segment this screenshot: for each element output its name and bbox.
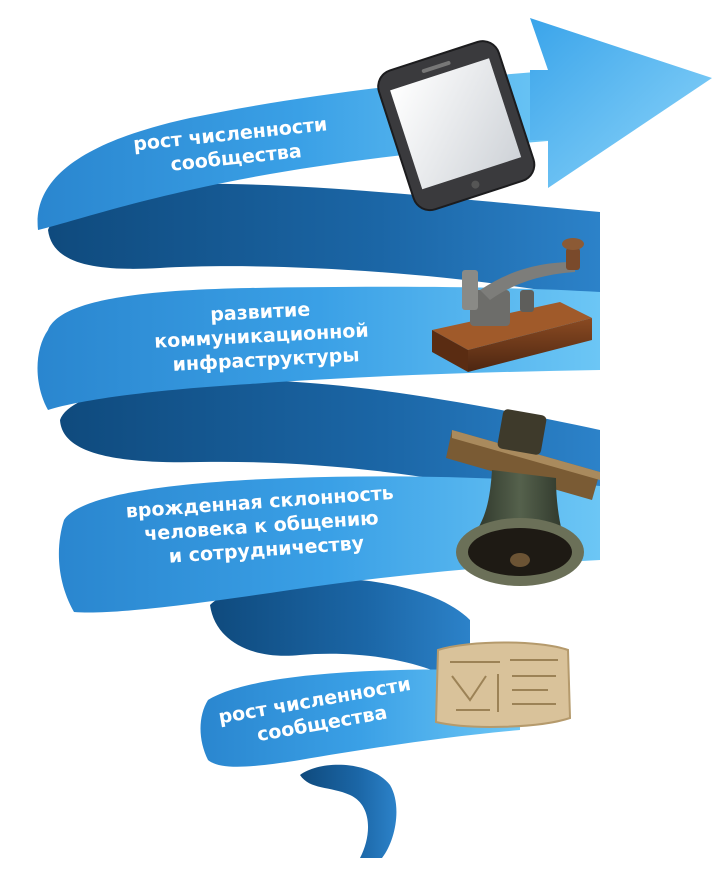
spiral-back-loop-top [48, 183, 600, 300]
spiral-arrowhead [530, 18, 712, 188]
spiral-band-2 [37, 286, 600, 410]
telegraph-key-icon [432, 238, 592, 372]
label-stage-3: развитие коммуникационной инфраструктуры [152, 295, 377, 376]
label-stage-3-line-1: развитие [210, 299, 311, 326]
spiral-back-loop-bottom [300, 764, 397, 858]
clay-tablet-icon [434, 641, 572, 728]
spiral-back-loop-lower [210, 578, 470, 690]
smartphone-icon [377, 40, 536, 212]
bronze-bell-icon [446, 409, 600, 586]
spiral-band-3 [58, 476, 600, 613]
